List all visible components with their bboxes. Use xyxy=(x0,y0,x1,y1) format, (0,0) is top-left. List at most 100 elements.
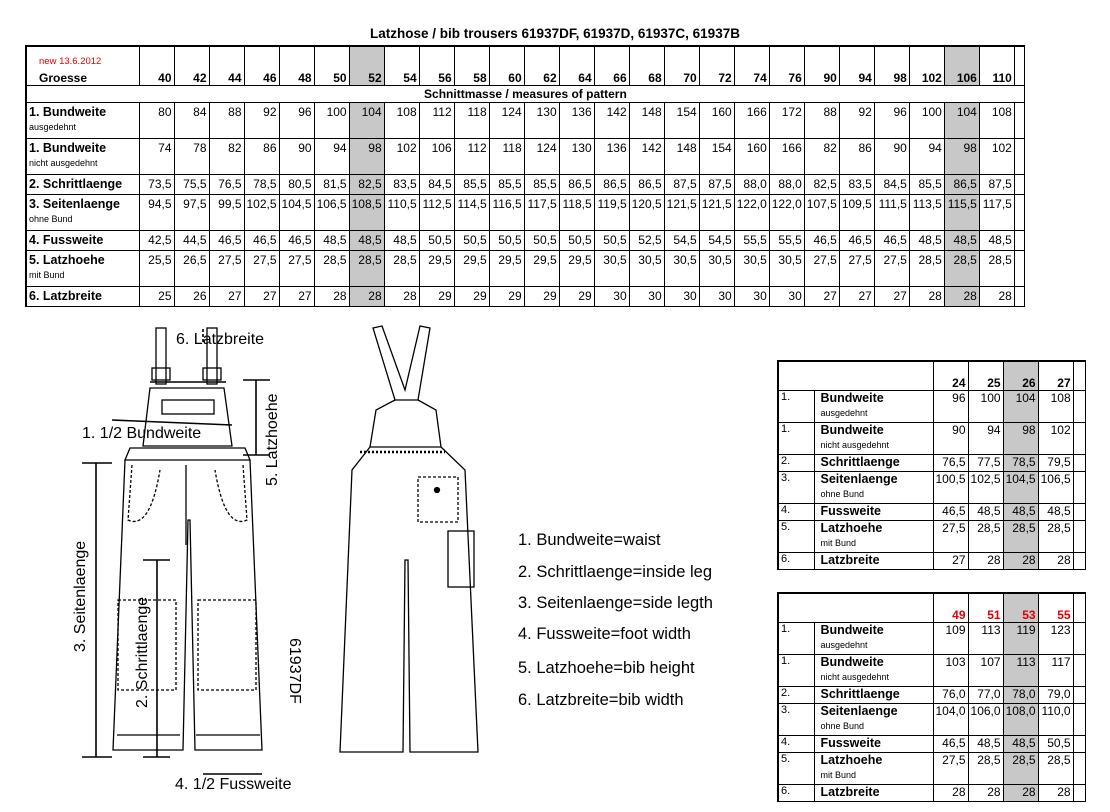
measure-sublabel: ausgedehnt xyxy=(820,408,868,418)
measure-value-cell: 30 xyxy=(628,285,665,307)
label-model-number: 61937DF xyxy=(286,638,303,704)
measure-value-cell: 25,5 xyxy=(138,249,175,287)
measure-value-cell: 104 xyxy=(348,101,385,139)
measure-value-cell: 46,5 xyxy=(208,229,245,251)
measure-value-cell: 84,5 xyxy=(418,173,455,195)
measure-value-cell: 99,5 xyxy=(208,193,245,231)
measure-sublabel: nicht ausgedehnt xyxy=(820,672,890,682)
measure-value-cell: 103 xyxy=(932,654,969,687)
measure-value-cell: 82 xyxy=(803,137,840,175)
measure-value-cell: 110,0 xyxy=(1037,703,1074,736)
measure-value-cell: 86 xyxy=(243,137,280,175)
measure-value-cell: 92 xyxy=(838,101,875,139)
measure-value-cell: 30 xyxy=(663,285,700,307)
legend-item-6: 6. Latzbreite=bib width xyxy=(518,691,684,709)
measure-value-cell: 94 xyxy=(908,137,945,175)
measure-label: 4. Fussweite xyxy=(29,232,104,247)
measure-value-cell: 88 xyxy=(803,101,840,139)
size-header-cell: 62 xyxy=(523,45,560,86)
measure-value-cell: 102 xyxy=(978,137,1015,175)
size-header-cell: 74 xyxy=(733,45,770,86)
measure-label: Latzbreite xyxy=(820,785,880,800)
measure-value-cell: 48,5 xyxy=(1002,735,1039,753)
measure-label: 2. Schrittlaenge xyxy=(29,176,123,191)
measure-label: Seitenlaenge xyxy=(820,472,898,487)
measure-label: Seitenlaenge xyxy=(820,704,898,719)
measure-value-cell: 27 xyxy=(243,285,280,307)
measure-value-cell: 100 xyxy=(967,390,1004,423)
overflow-cell xyxy=(1013,285,1025,307)
measure-value-cell: 111,5 xyxy=(873,193,910,231)
measure-value-cell: 113 xyxy=(967,622,1004,655)
measure-value-cell: 94 xyxy=(967,422,1004,455)
measure-value-cell: 88,0 xyxy=(768,173,805,195)
label-seitenlaenge: 3. Seitenlaenge xyxy=(72,540,89,652)
legend-item-1: 1. Bundweite=waist xyxy=(518,531,661,549)
measure-value-cell: 104,0 xyxy=(932,703,969,736)
measure-value-cell: 28 xyxy=(1002,552,1039,570)
measure-index: 6. xyxy=(777,552,815,570)
label-bundweite: 1. 1/2 Bundweite xyxy=(82,425,202,442)
measure-value-cell: 26,5 xyxy=(173,249,210,287)
measure-value-cell: 29,5 xyxy=(418,249,455,287)
measure-value-cell: 28,5 xyxy=(1002,520,1039,553)
measure-value-cell: 82,5 xyxy=(803,173,840,195)
measure-value-cell: 26 xyxy=(173,285,210,307)
measure-value-cell: 90 xyxy=(873,137,910,175)
measure-value-cell: 123 xyxy=(1037,622,1074,655)
measure-value-cell: 29,5 xyxy=(523,249,560,287)
measure-label-cell: Fussweite xyxy=(813,735,934,753)
measure-value-cell: 148 xyxy=(628,101,665,139)
size-header-cell: 40 xyxy=(138,45,175,86)
measure-value-cell: 124 xyxy=(523,137,560,175)
measure-value-cell: 78,5 xyxy=(243,173,280,195)
label-latzbreite: 6. Latzbreite xyxy=(176,331,265,348)
measure-value-cell: 28,5 xyxy=(967,752,1004,785)
measure-label: Bundweite xyxy=(820,423,884,438)
measure-value-cell: 50,5 xyxy=(558,229,595,251)
measure-value-cell: 30,5 xyxy=(663,249,700,287)
measure-value-cell: 86,5 xyxy=(628,173,665,195)
measure-label: Latzbreite xyxy=(820,553,880,568)
measure-value-cell: 77,5 xyxy=(967,454,1004,472)
measure-label: Schrittlaenge xyxy=(820,687,900,702)
measure-value-cell: 90 xyxy=(932,422,969,455)
size-header-cell: 66 xyxy=(593,45,630,86)
measure-value-cell: 27 xyxy=(278,285,315,307)
measure-value-cell: 46,5 xyxy=(932,735,969,753)
measure-label: Fussweite xyxy=(820,504,881,519)
measure-value-cell: 27,5 xyxy=(803,249,840,287)
measure-label: Latzhoehe xyxy=(820,753,883,768)
label-schrittlaenge: 2. Schrittlaenge xyxy=(134,596,151,708)
measure-value-cell: 48,5 xyxy=(978,229,1015,251)
measure-value-cell: 108 xyxy=(383,101,420,139)
size-header-cell: 46 xyxy=(243,45,280,86)
measure-value-cell: 30,5 xyxy=(733,249,770,287)
size-header-cell: 44 xyxy=(208,45,245,86)
measure-value-cell: 83,5 xyxy=(383,173,420,195)
measure-value-cell: 55,5 xyxy=(768,229,805,251)
measure-value-cell: 86,5 xyxy=(943,173,980,195)
measure-value-cell: 28 xyxy=(978,285,1015,307)
measure-value-cell: 102,5 xyxy=(243,193,280,231)
measure-value-cell: 142 xyxy=(593,101,630,139)
measure-value-cell: 86 xyxy=(838,137,875,175)
measure-value-cell: 100 xyxy=(313,101,350,139)
measure-value-cell: 154 xyxy=(663,101,700,139)
measure-value-cell: 29 xyxy=(418,285,455,307)
measure-value-cell: 96 xyxy=(932,390,969,423)
